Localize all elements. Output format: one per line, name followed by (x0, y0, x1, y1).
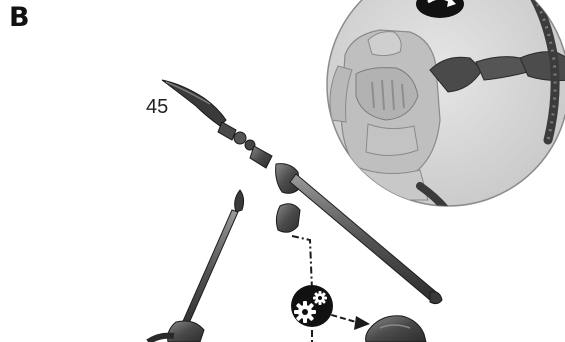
gears-icon (291, 285, 333, 327)
detail-view-circle (327, 0, 565, 215)
second-spear-part (148, 190, 244, 342)
shoulder-pad-part (366, 316, 426, 342)
leader-arrowhead (354, 316, 370, 330)
